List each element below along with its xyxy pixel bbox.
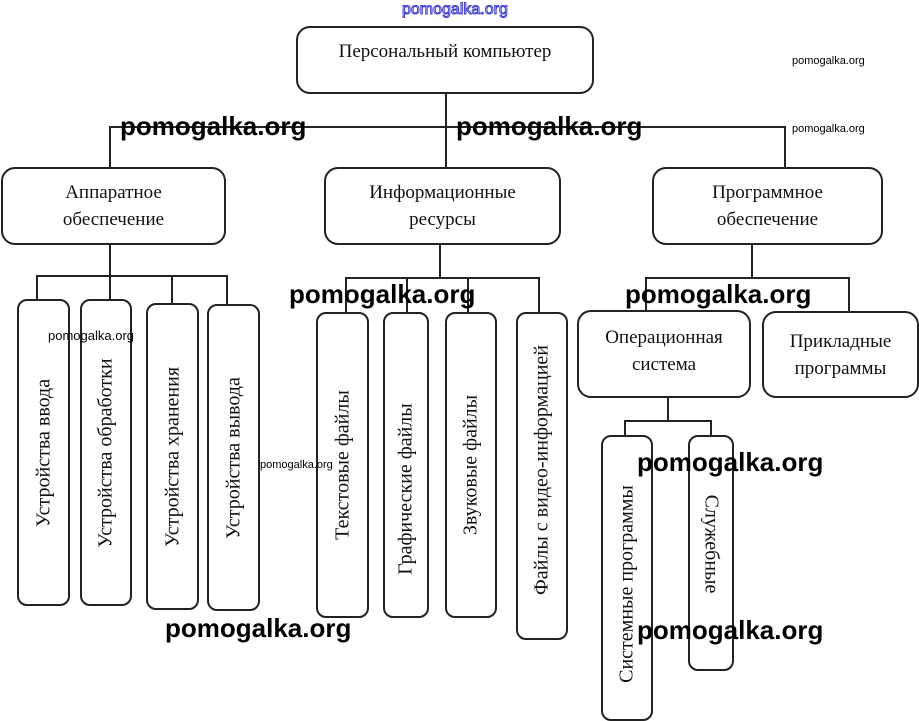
node-label: Служебные bbox=[700, 494, 723, 594]
node-operating-system: Операционная система bbox=[577, 310, 751, 398]
connector bbox=[667, 397, 669, 421]
node-label: программы bbox=[794, 357, 887, 379]
node-label: система bbox=[631, 354, 697, 375]
node-label: Аппаратное bbox=[65, 182, 162, 203]
node-system-programs: Системные программы bbox=[601, 435, 653, 721]
connector bbox=[109, 244, 111, 276]
connector bbox=[226, 275, 228, 305]
node-label: Операционная bbox=[605, 327, 723, 348]
node-label: обеспечение bbox=[716, 209, 819, 230]
connector bbox=[109, 126, 785, 128]
node-label: Файлы с видео-информацией bbox=[530, 344, 553, 595]
watermark: pomogalka.org bbox=[637, 615, 824, 645]
node-label: Системные программы bbox=[615, 484, 638, 683]
connector bbox=[645, 277, 850, 279]
connector bbox=[406, 277, 408, 313]
connector bbox=[751, 244, 753, 278]
node-utility-programs: Служебные bbox=[688, 435, 734, 671]
node-sound-files: Звуковые файлы bbox=[445, 312, 497, 618]
connector bbox=[36, 275, 228, 277]
watermark: pomogalka.org bbox=[120, 111, 307, 141]
node-input-devices: Устройства ввода bbox=[17, 299, 70, 606]
node-processing-devices: Устройства обработки bbox=[80, 299, 132, 606]
node-storage-devices: Устройства хранения bbox=[146, 303, 199, 610]
watermark: pomogalka.org bbox=[637, 447, 824, 477]
watermark: pomogalka.org bbox=[402, 1, 509, 19]
connector bbox=[109, 126, 111, 168]
connector bbox=[710, 420, 712, 436]
node-label: Графические файлы bbox=[394, 403, 417, 575]
connector bbox=[109, 275, 111, 300]
connector bbox=[171, 275, 173, 305]
connector bbox=[848, 277, 850, 312]
connector bbox=[538, 277, 540, 313]
connector bbox=[439, 244, 441, 277]
node-text-files: Текстовые файлы bbox=[316, 312, 369, 618]
connector bbox=[624, 420, 626, 436]
node-output-devices: Устройства вывода bbox=[207, 304, 260, 611]
node-graphic-files: Графические файлы bbox=[383, 312, 429, 618]
node-software: Программное обеспечение bbox=[652, 167, 883, 245]
root-node-personal-computer: Персональный компьютер bbox=[296, 26, 594, 94]
node-label: Текстовые файлы bbox=[331, 390, 353, 540]
node-label: Устройства хранения bbox=[161, 366, 183, 547]
node-label: Устройства обработки bbox=[94, 357, 117, 548]
connector bbox=[345, 277, 540, 279]
connector bbox=[645, 277, 647, 310]
node-hardware: Аппаратное обеспечение bbox=[1, 167, 226, 245]
connector bbox=[36, 275, 38, 300]
node-label: обеспечение bbox=[62, 209, 165, 230]
connector bbox=[624, 420, 712, 422]
node-label: Устройства ввода bbox=[32, 378, 54, 527]
watermark: pomogalka.org bbox=[792, 123, 865, 135]
watermark: pomogalka.org bbox=[792, 55, 865, 67]
node-label: Информационные bbox=[369, 182, 516, 203]
connector bbox=[445, 93, 447, 167]
node-label: Прикладные bbox=[789, 330, 892, 352]
watermark: pomogalka.org bbox=[625, 279, 812, 309]
connector bbox=[345, 277, 347, 313]
node-information-resources: Информационные ресурсы bbox=[324, 167, 561, 245]
watermark: pomogalka.org bbox=[289, 279, 476, 309]
node-applied-programs: Прикладные программы bbox=[762, 311, 919, 398]
node-label: Программное bbox=[712, 182, 823, 203]
node-video-files: Файлы с видео-информацией bbox=[516, 312, 568, 640]
node-label: Персональный компьютер bbox=[338, 41, 552, 62]
connector bbox=[467, 277, 469, 313]
watermark: pomogalka.org bbox=[48, 328, 134, 343]
watermark: pomogalka.org bbox=[165, 613, 352, 643]
connector bbox=[784, 126, 786, 168]
watermark: pomogalka.org bbox=[260, 459, 333, 471]
node-label: Звуковые файлы bbox=[459, 394, 482, 536]
node-label: Устройства вывода bbox=[222, 376, 244, 539]
watermark: pomogalka.org bbox=[456, 111, 643, 141]
node-label: ресурсы bbox=[409, 209, 476, 230]
